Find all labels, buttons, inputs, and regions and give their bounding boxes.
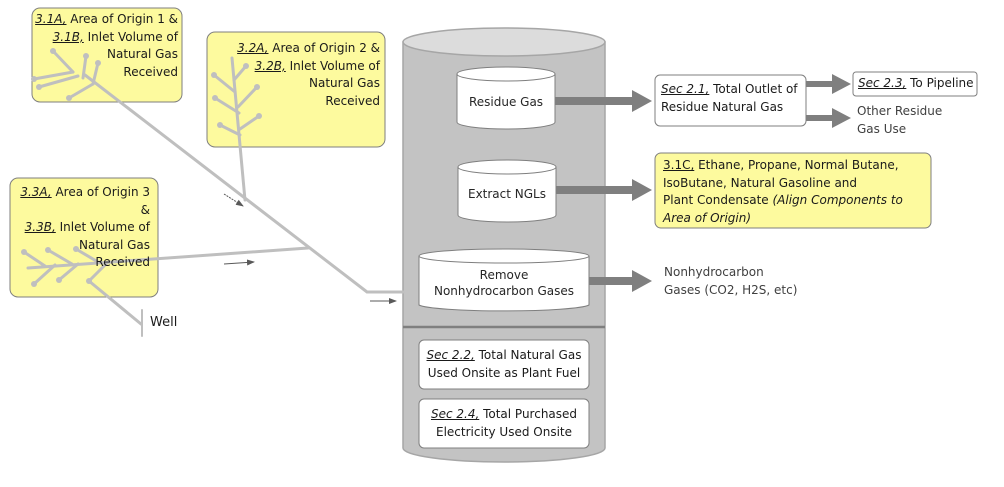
area-3-pipe — [26, 246, 310, 270]
plant-fuel-ref[interactable]: Sec 2.2, — [426, 348, 475, 362]
flow-arrow-area-2 — [223, 193, 244, 207]
ngl-arrow — [556, 179, 652, 201]
residue-total-box — [654, 74, 807, 127]
pipeline-ref[interactable]: Sec 2.3, — [858, 76, 907, 90]
pipeline-box — [852, 71, 978, 97]
purchased-electricity-box — [418, 398, 590, 449]
extract-ngls-cylinder — [457, 159, 557, 223]
ngl-ref[interactable]: 3.1C, — [663, 158, 695, 172]
ngl-label: 3.1C, Ethane, Propane, Normal Butane, Is… — [663, 158, 903, 225]
area-3-ref-b[interactable]: 3.3B, — [24, 220, 56, 234]
ngl-box — [654, 152, 932, 229]
nonhydrocarbon-output-label: Nonhydrocarbon Gases (CO2, H2S, etc) — [664, 265, 798, 297]
residue-total-ref[interactable]: Sec 2.1, — [661, 82, 710, 96]
extract-ngls-label: Extract NGLs — [467, 187, 546, 201]
pipeline-label: Sec 2.3, To Pipeline — [858, 76, 974, 90]
residue-total-label: Sec 2.1, Total Outlet of Residue Natural… — [661, 82, 798, 114]
purchased-electricity-label: Sec 2.4, Total Purchased Electricity Use… — [430, 407, 578, 439]
area-2-box — [206, 31, 386, 148]
plant-fuel-box — [418, 339, 590, 390]
area-2-ref-b[interactable]: 3.2B, — [254, 58, 286, 73]
other-residue-label: Other Residue Gas Use — [857, 104, 943, 136]
purchased-electricity-ref[interactable]: Sec 2.4, — [430, 407, 480, 421]
main-trunk-pipe — [83, 73, 405, 294]
area-1-ref-a[interactable]: 3.1A, — [35, 12, 67, 26]
remove-nonhydrocarbon-label: Remove Nonhydrocarbon Gases — [433, 268, 575, 298]
residue-gas-label: Residue Gas — [468, 95, 544, 109]
residue-gas-arrow — [555, 90, 652, 112]
area-2-ref-a[interactable]: 3.2A, — [237, 41, 269, 55]
gathering-pipelines — [22, 49, 405, 337]
area-1-label: 3.1A, Area of Origin 1 & 3.1B, Inlet Vol… — [35, 12, 178, 79]
output-arrows — [555, 74, 851, 292]
other-residue-arrow — [806, 108, 851, 128]
area-1-ref-b[interactable]: 3.1B, — [52, 29, 84, 44]
well-pipe — [87, 279, 143, 326]
to-pipeline-arrow — [806, 74, 851, 94]
well-label: Well — [150, 315, 178, 330]
residue-gas-cylinder — [456, 66, 556, 130]
area-3-ref-a[interactable]: 3.3A, — [20, 185, 52, 199]
plant-fuel-label: Sec 2.2, Total Natural Gas Used Onsite a… — [426, 348, 582, 380]
area-3-label: 3.3A, Area of Origin 3 & 3.3B, Inlet Vol… — [20, 185, 150, 269]
nonhydrocarbon-arrow — [589, 270, 652, 292]
remove-nonhydrocarbon-cylinder — [418, 248, 590, 312]
pipe-end-dots — [21, 48, 262, 287]
flow-arrow-area-3 — [223, 259, 255, 266]
area-2-label: 3.2A, Area of Origin 2 & 3.2B, Inlet Vol… — [237, 41, 380, 108]
